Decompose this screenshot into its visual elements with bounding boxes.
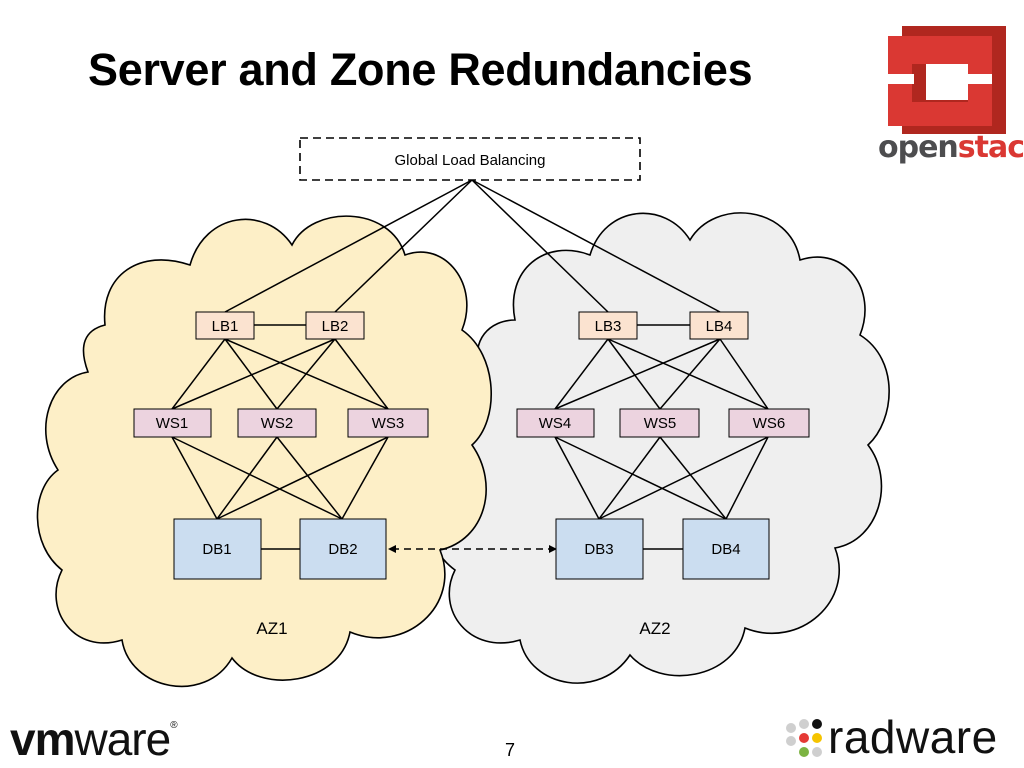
db1-node: DB1	[173, 518, 262, 580]
openstack-logo-icon	[888, 26, 1006, 134]
svg-text:WS6: WS6	[753, 415, 786, 432]
svg-text:WS4: WS4	[539, 415, 572, 432]
lb3-node: LB3	[578, 311, 638, 340]
svg-text:WS5: WS5	[644, 415, 677, 432]
svg-text:DB3: DB3	[584, 541, 613, 558]
db2-node: DB2	[299, 518, 387, 580]
ws5-node: WS5	[619, 408, 700, 438]
lb1-node: LB1	[195, 311, 255, 340]
svg-text:LB3: LB3	[595, 318, 622, 335]
az2-cloud	[427, 212, 890, 684]
svg-text:DB2: DB2	[328, 541, 357, 558]
lb2-node: LB2	[305, 311, 365, 340]
svg-text:LB2: LB2	[322, 318, 349, 335]
radware-dots-icon	[784, 717, 828, 761]
ws6-node: WS6	[728, 408, 810, 438]
svg-text:LB4: LB4	[706, 318, 733, 335]
page-title: Server and Zone Redundancies	[88, 44, 753, 95]
ws4-node: WS4	[516, 408, 595, 438]
db3-node: DB3	[555, 518, 644, 580]
global-lb-label: Global Load Balancing	[395, 152, 546, 169]
svg-text:DB4: DB4	[711, 541, 740, 558]
page-number: 7	[505, 740, 516, 760]
vmware-logo: vmware®	[10, 713, 178, 765]
svg-text:WS2: WS2	[261, 415, 294, 432]
az2-label: AZ2	[639, 619, 670, 638]
svg-text:DB1: DB1	[202, 541, 231, 558]
az1-label: AZ1	[256, 619, 287, 638]
connection-lines	[171, 179, 769, 550]
svg-text:LB1: LB1	[212, 318, 239, 335]
radware-logo: radware	[784, 711, 998, 766]
openstack-wordmark: openstack™	[878, 130, 1024, 165]
lb4-node: LB4	[689, 311, 749, 340]
ws2-node: WS2	[237, 408, 317, 438]
svg-text:WS3: WS3	[372, 415, 405, 432]
az1-cloud	[36, 215, 493, 688]
ws3-node: WS3	[347, 408, 429, 438]
ws1-node: WS1	[133, 408, 212, 438]
svg-text:WS1: WS1	[156, 415, 189, 432]
global-load-balancer: Global Load Balancing	[299, 137, 641, 181]
db4-node: DB4	[682, 518, 770, 580]
